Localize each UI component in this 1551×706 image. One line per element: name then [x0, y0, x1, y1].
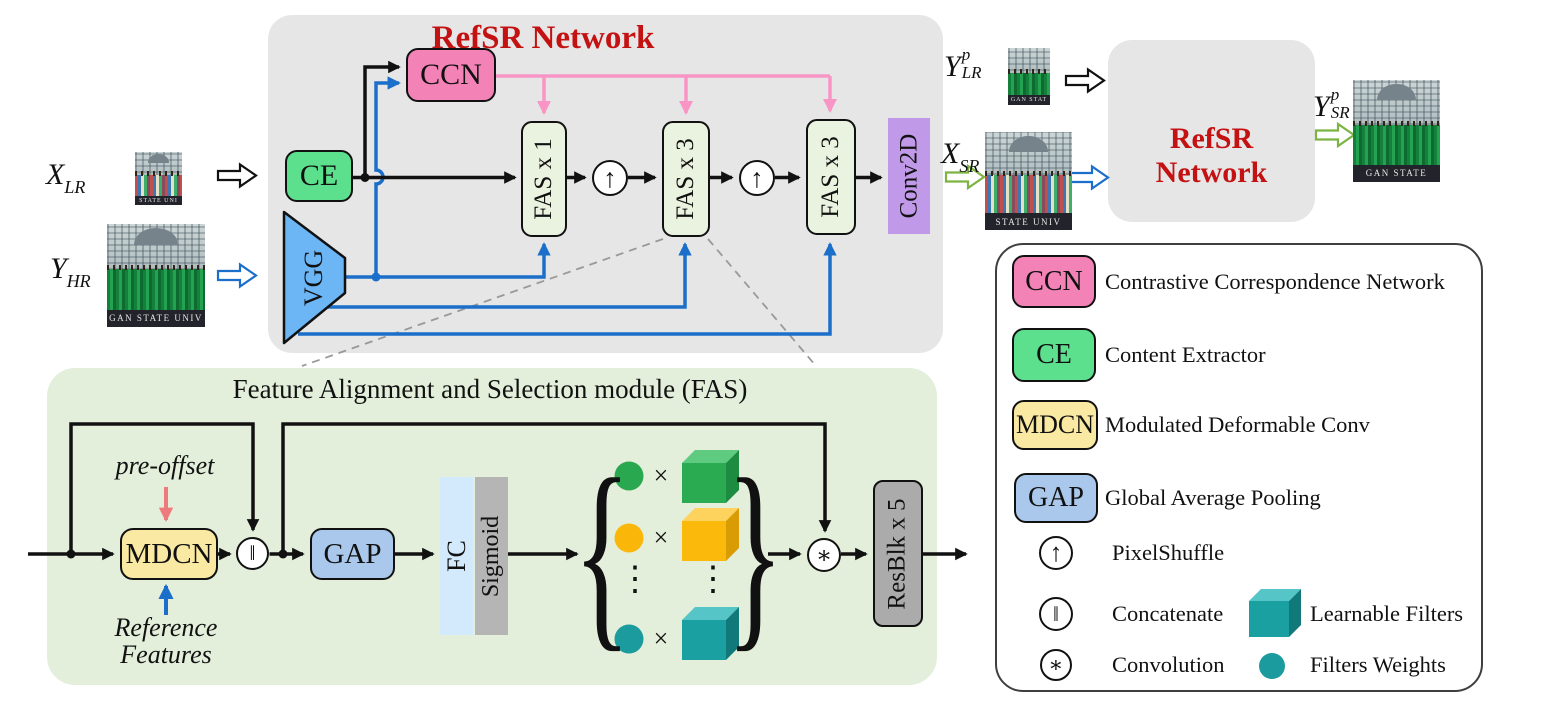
y-hr-image: GAN STATE UNIV	[107, 224, 205, 327]
legend-desc-pixelshuffle: PixelShuffle	[1112, 540, 1225, 565]
main-path-lines	[353, 60, 883, 184]
resblk-block: ResBlk x 5	[873, 480, 923, 627]
x-lr-image: STATE UNI	[135, 152, 182, 205]
ccn-block: CCN	[406, 48, 496, 102]
learnable-filter-cubes	[682, 450, 739, 660]
legend-chip-gap: GAP	[1014, 473, 1098, 523]
fas-block-3: FAS x 3	[806, 119, 856, 235]
fas-module-title: Feature Alignment and Selection module (…	[232, 374, 748, 404]
image-caption-band: STATE UNIV	[985, 213, 1072, 230]
x-sr-image: STATE UNIV	[985, 132, 1072, 230]
multiply-icon: ×	[653, 624, 669, 653]
reference-features-label: Reference Features	[98, 614, 234, 669]
people-row	[985, 171, 1072, 215]
double-arrows	[216, 67, 1356, 289]
image-caption-band: GAN STATE	[1353, 164, 1440, 182]
legend-chip-ccn: CCN	[1012, 255, 1096, 308]
vertical-ellipsis-icon: ⋮	[618, 561, 652, 598]
sigmoid-block: Sigmoid	[475, 477, 508, 635]
building-dome	[1009, 135, 1048, 152]
pre-offset-label: pre-offset	[115, 451, 215, 480]
legend-desc-mdcn: Modulated Deformable Conv	[1105, 412, 1370, 437]
legend-desc-learnable-filters: Learnable Filters	[1310, 601, 1464, 626]
multiply-icon: ×	[653, 461, 669, 490]
people-row	[1353, 120, 1440, 166]
y-sr-p-double-arrow	[1314, 121, 1356, 149]
pixelshuffle-icon: ↑	[739, 160, 775, 196]
ce-block: CE	[285, 150, 353, 202]
concatenate-icon: ‖	[1039, 597, 1073, 631]
pixelshuffle-icon: ↑	[592, 160, 628, 196]
people-row	[1008, 69, 1050, 96]
x-sr-to-refsr-double-arrow	[1068, 164, 1110, 191]
building-dome	[148, 154, 169, 163]
refsr-network-panel-2	[1108, 40, 1315, 222]
x-sr-double-arrow	[944, 163, 986, 191]
mdcn-block: MDCN	[120, 528, 218, 580]
junction-dot	[360, 173, 370, 182]
fc-block: FC	[440, 477, 473, 635]
fas-block-2: FAS x 3	[662, 121, 710, 237]
multiply-icon: ×	[653, 523, 669, 552]
legend-desc-ce: Content Extractor	[1105, 342, 1266, 367]
filter-weight-circles	[614, 461, 644, 654]
y-sr-p-image: GAN STATE	[1353, 80, 1440, 182]
legend-filled-circle-icon	[1259, 653, 1285, 679]
legend-cube-icon	[1249, 589, 1301, 637]
x-lr-double-arrow	[216, 162, 258, 189]
pixelshuffle-icon: ↑	[1039, 536, 1073, 570]
left-brace: {	[573, 435, 631, 669]
concatenate-icon: ‖	[236, 537, 269, 570]
refsr-network-title-2: RefSR Network	[1155, 122, 1268, 189]
junction-dot	[371, 272, 381, 282]
y-lr-p-double-arrow	[1064, 67, 1106, 94]
cube-amber-icon	[682, 508, 739, 561]
image-caption-band: GAN STATE UNIV	[107, 309, 205, 327]
junction-dot	[278, 549, 288, 559]
fas-block-1: FAS x 1	[521, 121, 567, 237]
gap-block: GAP	[310, 528, 395, 580]
zoom-guide-dashes	[301, 238, 817, 367]
people-row	[107, 265, 205, 311]
conv2d-block: Conv2D	[888, 118, 930, 234]
y-hr-double-arrow	[216, 262, 258, 289]
right-brace: }	[726, 435, 784, 669]
cube-teal-icon	[682, 607, 739, 660]
vgg-feature-lines	[298, 76, 837, 336]
reference-line2: Features	[120, 640, 212, 670]
convolution-icon: ∗	[1040, 649, 1072, 681]
legend-chip-ce: CE	[1012, 328, 1096, 382]
image-caption-band: GAN STAT	[1008, 95, 1050, 105]
building-dome	[134, 228, 178, 245]
building-dome	[1377, 84, 1416, 101]
y-lr-p-image: GAN STAT	[1008, 48, 1050, 105]
legend-box	[995, 243, 1483, 692]
reference-line1: Reference	[114, 613, 218, 642]
vgg-label: VGG	[299, 249, 329, 306]
legend-desc-ccn: Contrastive Correspondence Network	[1105, 268, 1445, 294]
image-caption-band: STATE UNI	[135, 196, 182, 205]
cube-green-icon	[682, 450, 739, 503]
legend-desc-filters-weights: Filters Weights	[1310, 652, 1446, 677]
ccn-correspondence-lines	[496, 74, 837, 115]
junction-dot	[66, 549, 76, 559]
people-row	[135, 171, 182, 197]
legend-chip-mdcn: MDCN	[1012, 400, 1098, 450]
vgg-trapezoid	[282, 210, 347, 345]
vertical-ellipsis-icon: ⋮	[696, 561, 730, 598]
legend-desc-concatenate: Concatenate	[1112, 601, 1224, 626]
legend-desc-gap: Global Average Pooling	[1105, 485, 1321, 510]
convolution-icon: ∗	[807, 538, 841, 572]
legend-desc-convolution: Convolution	[1112, 652, 1225, 677]
